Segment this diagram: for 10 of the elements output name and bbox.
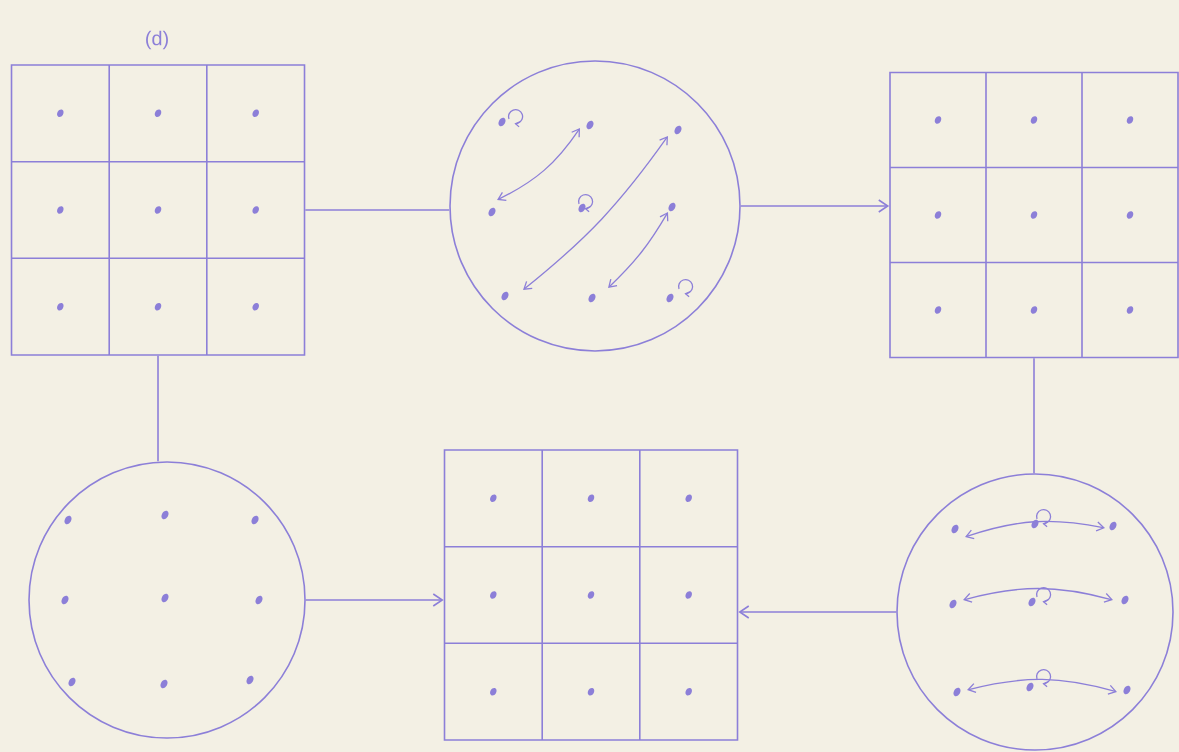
connector-line [304,209,450,211]
connector-line [157,355,159,462]
grid-drawing [889,71,1179,359]
grid-drawing [443,449,739,741]
grid-drawing [10,64,306,356]
arrow [738,605,897,619]
connector-line [1033,357,1035,474]
arrow [740,199,890,213]
circle-drawing [28,461,306,739]
arrow [305,593,444,607]
